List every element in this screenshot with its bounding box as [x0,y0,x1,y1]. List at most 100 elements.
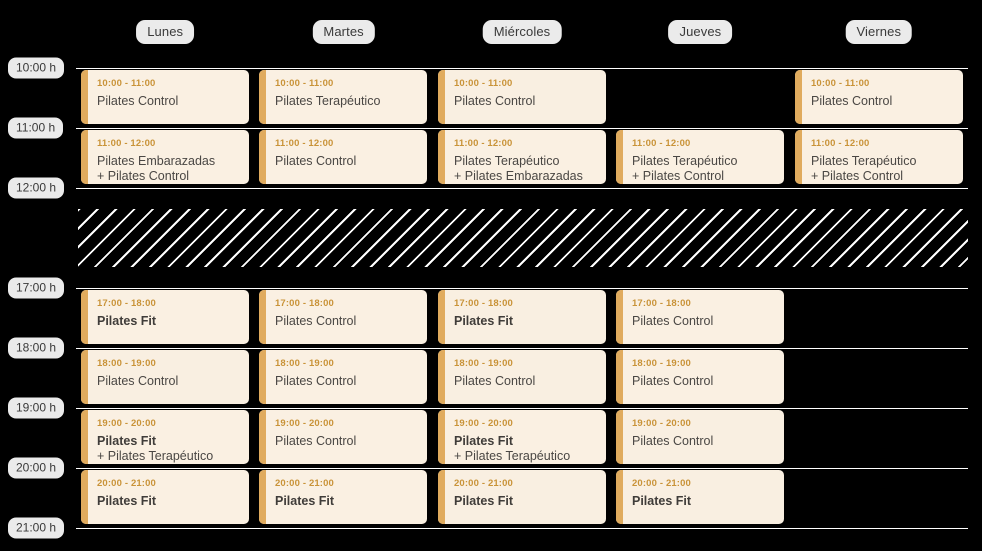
day-header-3[interactable]: Miércoles [482,20,562,44]
card-class-title: Pilates Control [811,93,893,108]
card-accent-bar [259,350,266,404]
card-class-title: Pilates Control [275,313,357,328]
card-class-title: Pilates Fit [632,493,692,508]
gridline-3 [76,188,968,189]
card-class-title: Pilates Control [454,373,536,388]
card-accent-bar [81,130,88,184]
card-accent-bar [259,130,266,184]
card-class-title: Pilates Control [97,93,179,108]
card-accent-bar [616,350,623,404]
card-time-range: 18:00 - 19:00 [275,358,334,369]
card-class-subtitle: + Pilates Control [632,168,725,183]
card-time-range: 18:00 - 19:00 [632,358,691,369]
card-time-range: 11:00 - 12:00 [811,138,870,149]
card-class-title: Pilates Embarazadas [97,153,216,168]
card-accent-bar [438,350,445,404]
day-header-5[interactable]: Viernes [845,20,913,44]
card-accent-bar [259,410,266,464]
day-header-1[interactable]: Lunes [136,20,195,44]
card-accent-bar [438,470,445,524]
card-time-range: 17:00 - 18:00 [97,298,156,309]
card-class-title: Pilates Control [632,433,714,448]
card-accent-bar [616,130,623,184]
card-class-title: Pilates Fit [97,433,157,448]
card-time-range: 20:00 - 21:00 [632,478,691,489]
card-accent-bar [438,410,445,464]
card-accent-bar [438,70,445,124]
day-header-2[interactable]: Martes [312,20,375,44]
day-header-row: Lunes Martes Miércoles Jueves Viernes [0,0,982,58]
time-label-8: 21:00 h [8,517,65,539]
card-class-title: Pilates Terapéutico [811,153,917,168]
card-accent-bar [438,130,445,184]
closed-hours-band [78,209,968,267]
card-time-range: 20:00 - 21:00 [97,478,156,489]
card-class-title: Pilates Control [454,93,536,108]
card-accent-bar [259,470,266,524]
card-class-subtitle: + Pilates Control [97,168,190,183]
card-class-title: Pilates Control [97,373,179,388]
card-time-range: 10:00 - 11:00 [454,78,513,89]
card-accent-bar [81,290,88,344]
card-class-subtitle: + Pilates Embarazadas [454,168,583,183]
card-accent-bar [616,290,623,344]
card-class-title: Pilates Fit [275,493,335,508]
gridline-8 [76,528,968,529]
time-label-4: 17:00 h [8,277,65,299]
card-time-range: 11:00 - 12:00 [454,138,513,149]
day-header-4[interactable]: Jueves [668,20,733,44]
card-time-range: 19:00 - 20:00 [632,418,691,429]
card-accent-bar [259,70,266,124]
card-class-subtitle: + Pilates Terapéutico [454,448,571,463]
card-accent-bar [616,410,623,464]
card-time-range: 10:00 - 11:00 [275,78,334,89]
card-class-title: Pilates Control [632,373,714,388]
card-accent-bar [81,410,88,464]
gridline-7 [76,468,968,469]
card-time-range: 17:00 - 18:00 [454,298,513,309]
card-time-range: 11:00 - 12:00 [275,138,334,149]
card-class-title: Pilates Fit [454,433,514,448]
card-time-range: 10:00 - 11:00 [811,78,870,89]
time-label-6: 19:00 h [8,397,65,419]
